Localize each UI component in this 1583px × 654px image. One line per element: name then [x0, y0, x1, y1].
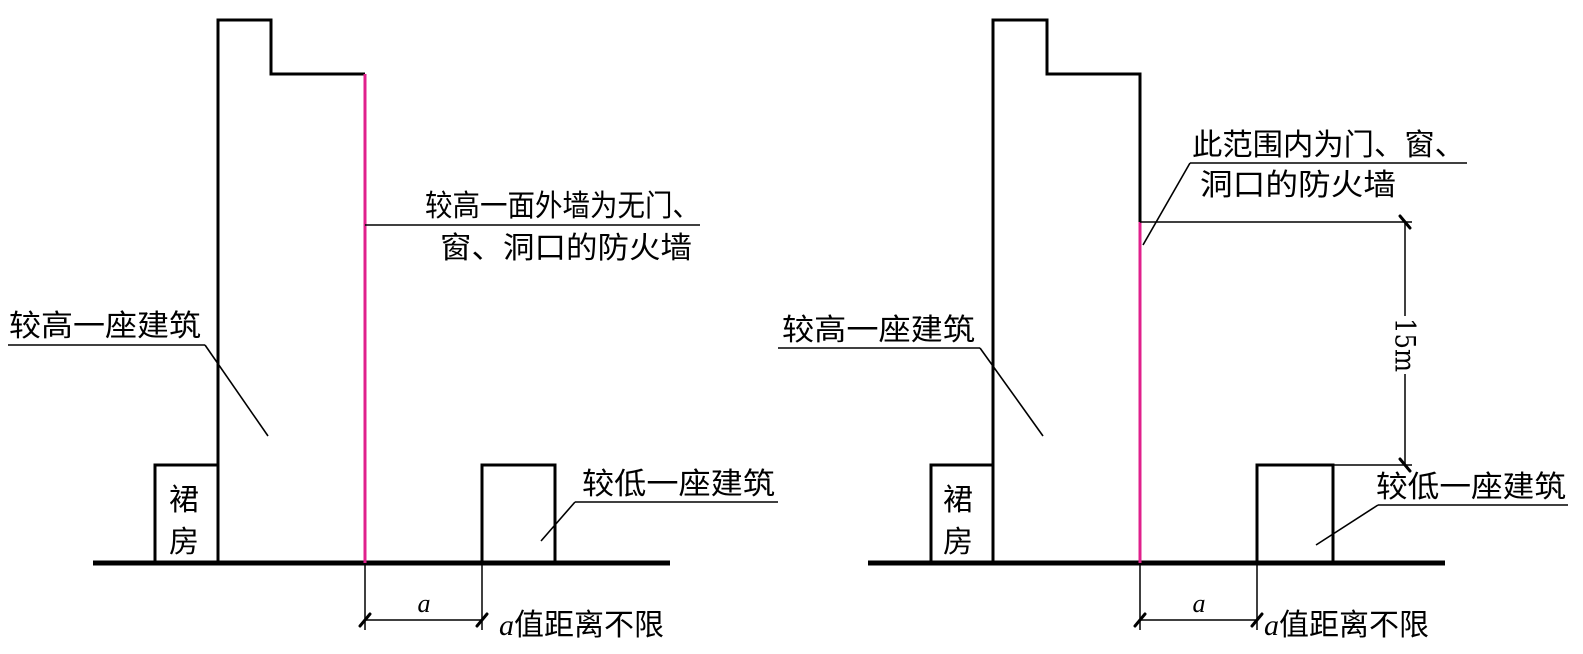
right-diagram: 裙 房 此范围内为门、窗、 洞口的防火墙 较高一座建筑 较低一座建筑 15m a: [778, 18, 1568, 643]
firewall-label-line2: 洞口的防火墙: [1200, 168, 1396, 203]
taller-building-outline: [216, 18, 365, 563]
distance-note: a值距离不限: [1264, 608, 1429, 643]
distance-note-variable: a: [1264, 609, 1279, 642]
height-dimension-tick: [1398, 214, 1412, 230]
distance-note: a值距离不限: [499, 608, 664, 643]
lower-building-leader: [540, 501, 576, 542]
lower-building-outline: [1255, 463, 1335, 563]
podium-label-char: 房: [169, 525, 199, 560]
lower-building-leader: [1315, 504, 1379, 546]
dimension-tick: [358, 612, 372, 628]
dimension-label: a: [1193, 589, 1206, 618]
dimension-tick: [475, 612, 489, 628]
taller-building-outline: [991, 18, 1142, 563]
left-diagram: 裙 房 较高一面外墙为无门、 窗、洞口的防火墙 较高一座建筑 较低一座建筑 a …: [8, 18, 778, 643]
distance-note-text: 值距离不限: [1279, 608, 1429, 643]
podium-outline: [153, 463, 218, 563]
firewall-label-line1: 较高一面外墙为无门、: [425, 189, 700, 224]
lower-building-label: 较低一座建筑: [582, 467, 775, 502]
distance-note-variable: a: [499, 609, 514, 642]
podium-label-char: 裙: [169, 483, 199, 518]
firewall-leader-line: [1142, 162, 1191, 246]
lower-building-outline: [480, 463, 557, 563]
taller-building-label: 较高一座建筑: [782, 313, 975, 348]
lower-building-label: 较低一座建筑: [1376, 470, 1566, 505]
height-dimension-label: 15m: [1389, 318, 1422, 372]
taller-building-label: 较高一座建筑: [9, 309, 201, 344]
taller-building-leader: [979, 347, 1044, 437]
dimension-label: a: [418, 589, 431, 618]
firewall-label-line1: 此范围内为门、窗、: [1192, 128, 1465, 163]
dimension-tick: [1133, 612, 1147, 628]
taller-building-leader: [204, 344, 269, 437]
dimension-tick: [1250, 612, 1264, 628]
podium-label-char: 房: [943, 525, 973, 560]
distance-note-text: 值距离不限: [514, 608, 664, 643]
firewall-label-line2: 窗、洞口的防火墙: [440, 231, 692, 266]
podium-outline: [929, 463, 993, 563]
podium-label-char: 裙: [943, 483, 973, 518]
height-dimension-tick: [1398, 457, 1412, 473]
